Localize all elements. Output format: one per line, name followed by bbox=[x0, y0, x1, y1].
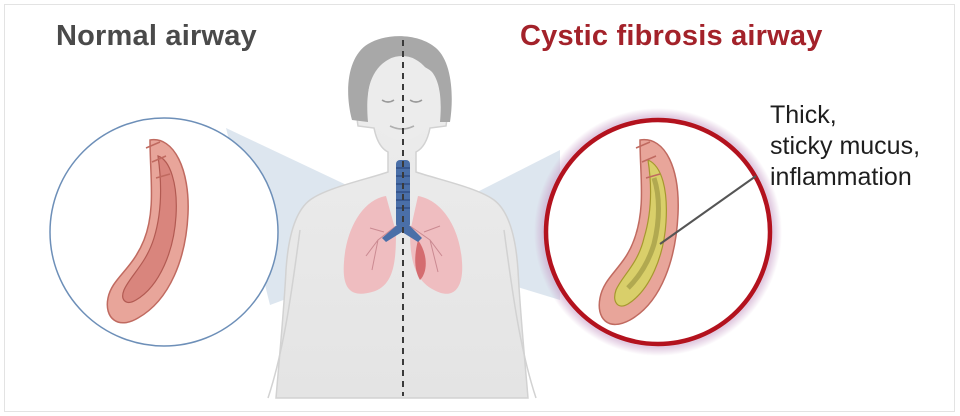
mucus-annotation: Thick, sticky mucus, inflammation bbox=[770, 100, 920, 193]
cf-airway-magnifier bbox=[534, 108, 782, 356]
normal-airway-title: Normal airway bbox=[56, 20, 257, 53]
annotation-line-1: Thick, bbox=[770, 100, 920, 131]
normal-airway-magnifier bbox=[50, 118, 278, 346]
annotation-line-2: sticky mucus, bbox=[770, 131, 920, 162]
cf-airway-title: Cystic fibrosis airway bbox=[520, 20, 823, 53]
annotation-line-3: inflammation bbox=[770, 162, 920, 193]
